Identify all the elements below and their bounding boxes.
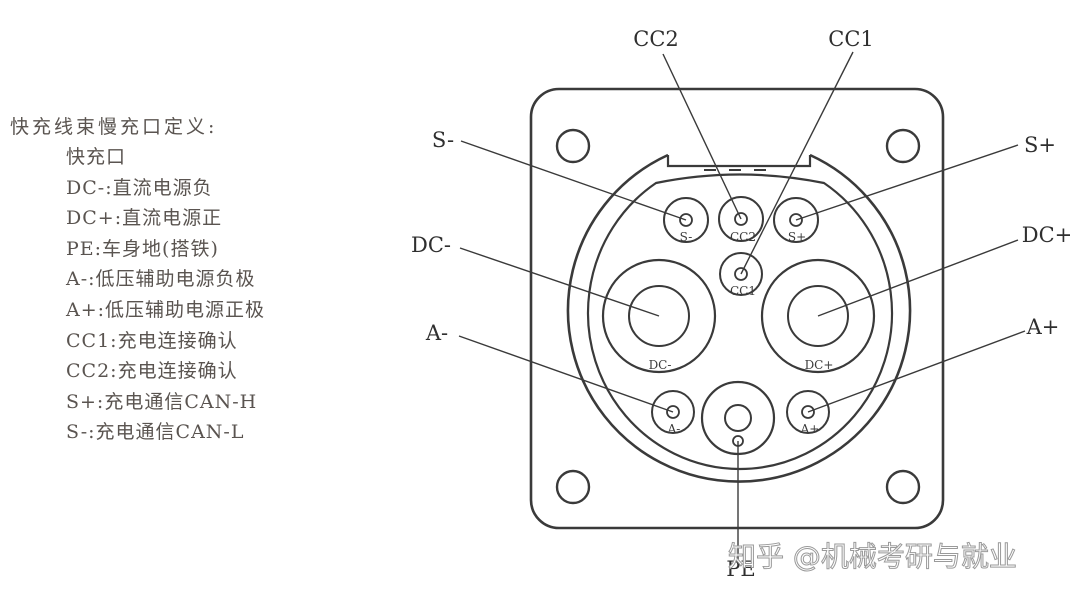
pin-dc-minus-housing — [601, 258, 717, 374]
pin-a-minus-housing — [651, 390, 695, 434]
callout-a-plus: A+ — [1026, 315, 1060, 339]
pin-cc2-housing — [718, 196, 764, 242]
key-notch — [666, 155, 812, 168]
leader-line-cc1 — [740, 51, 854, 275]
pin-s-minus-housing — [663, 197, 709, 243]
legend-item-fast-port: 快充口 — [66, 146, 127, 168]
callout-cc2: CC2 — [633, 27, 679, 51]
mounting-hole-top-left — [555, 128, 591, 164]
legend-item-cc1: CC1:充电连接确认 — [66, 329, 238, 352]
pin-label-a-minus: A- — [667, 422, 681, 436]
pin-cc1-contact — [734, 267, 748, 281]
socket-inner-face — [586, 173, 894, 471]
socket-outer-ring — [566, 153, 912, 483]
pin-a-plus-housing — [786, 390, 830, 434]
pin-dc-plus-housing — [760, 258, 876, 374]
callout-s-minus: S- — [432, 128, 454, 152]
leader-line-a-plus — [807, 330, 1026, 413]
mounting-hole-bottom-right — [885, 469, 921, 505]
pin-label-dc-minus: DC- — [649, 358, 672, 372]
pin-s-minus-contact — [679, 213, 693, 227]
mounting-hole-top-right — [885, 128, 921, 164]
pin-dc-plus-contact — [787, 285, 849, 347]
callout-s-plus: S+ — [1024, 133, 1056, 157]
mounting-hole-bottom-left — [555, 469, 591, 505]
legend-item-s-plus: S+:充电通信CAN-H — [66, 390, 258, 413]
legend-item-a-plus: A+:低压辅助电源正极 — [66, 298, 266, 321]
pin-a-plus-contact — [801, 405, 815, 419]
pin-s-plus-housing — [773, 197, 819, 243]
pin-s-plus-contact — [789, 213, 803, 227]
legend-item-cc2: CC2:充电连接确认 — [66, 360, 238, 383]
legend-item-pe: PE:车身地(搭铁) — [66, 237, 219, 260]
pin-label-cc2: CC2 — [730, 230, 756, 244]
pin-label-a-plus: A+ — [800, 422, 820, 436]
watermark-text: 知乎 @机械考研与就业 — [728, 540, 1017, 573]
legend-item-s-minus: S-:充电通信CAN-L — [66, 421, 245, 444]
pin-definition-legend: 快充线束慢充口定义: 快充口 DC-:直流电源负 DC+:直流电源正 PE:车身… — [10, 112, 265, 448]
leader-line-a-minus — [458, 335, 674, 413]
legend-item-a-minus: A-:低压辅助电源负极 — [66, 268, 256, 291]
pin-cc1-housing — [719, 252, 763, 296]
pin-label-s-minus: S- — [680, 230, 693, 244]
callout-a-minus: A- — [425, 321, 448, 345]
pin-label-s-plus: S+ — [788, 230, 806, 244]
callout-cc1: CC1 — [828, 27, 874, 51]
connector-flange — [529, 87, 945, 530]
leader-line-s-plus — [795, 144, 1019, 221]
pin-pe-contact — [724, 404, 752, 432]
pin-label-cc1: CC1 — [730, 284, 756, 298]
leader-line-dc-minus — [459, 247, 660, 317]
legend-item-dc-minus: DC-:直流电源负 — [66, 176, 213, 199]
pin-dc-minus-contact — [628, 285, 690, 347]
callout-pe: PE — [726, 557, 755, 581]
legend-item-dc-plus: DC+:直流电源正 — [66, 207, 223, 230]
pin-a-minus-contact — [666, 405, 680, 419]
legend-heading: 快充线束慢充口定义: — [10, 116, 218, 138]
callout-dc-minus: DC- — [411, 233, 451, 257]
leader-line-s-minus — [460, 140, 687, 221]
pin-cc2-contact — [734, 212, 748, 226]
pin-label-dc-plus: DC+ — [805, 358, 834, 372]
callout-dc-plus: DC+ — [1022, 223, 1073, 247]
leader-line-dc-plus — [817, 239, 1019, 317]
leader-line-cc2 — [662, 53, 742, 220]
